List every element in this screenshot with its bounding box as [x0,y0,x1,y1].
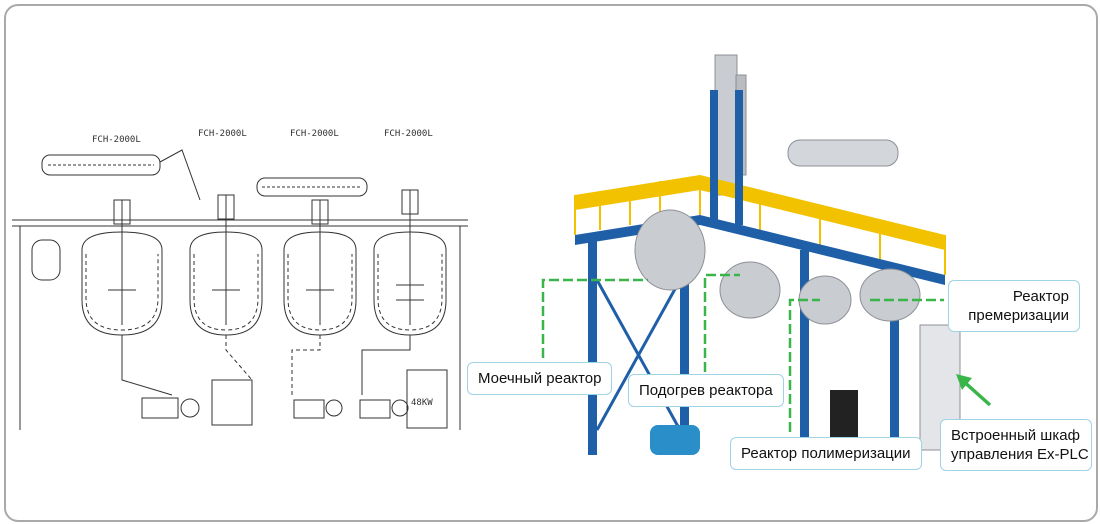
vessel-title-1: FCH-2000L [92,135,141,145]
control-cabinet-line2: управления Ex-PLC [951,446,1089,463]
premerization-label-line1: Реактор [1012,288,1069,305]
vessel-title-2: FCH-2000L [198,129,247,139]
image-frame [4,4,1098,522]
vessel-title-4: FCH-2000L [384,129,433,139]
heater-box-text: 48KW [411,398,433,408]
control-cabinet-label: Встроенный шкаф управления Ex-PLC [940,419,1092,471]
polymerization-reactor-label: Реактор полимеризации [730,437,922,470]
reactor-heating-label: Подогрев реактора [628,374,784,407]
vessel-title-3: FCH-2000L [290,129,339,139]
premerization-label-line2: премеризации [968,307,1069,324]
control-cabinet-line1: Встроенный шкаф [951,427,1080,444]
premerization-reactor-label: Реактор премеризации [948,280,1080,332]
wash-reactor-label: Моечный реактор [467,362,613,395]
reactor-plant-photo [574,54,961,455]
reactor-schematic-drawing: FCH-2000L FCH-2000L FCH-2000L FCH-2000L … [12,129,468,430]
